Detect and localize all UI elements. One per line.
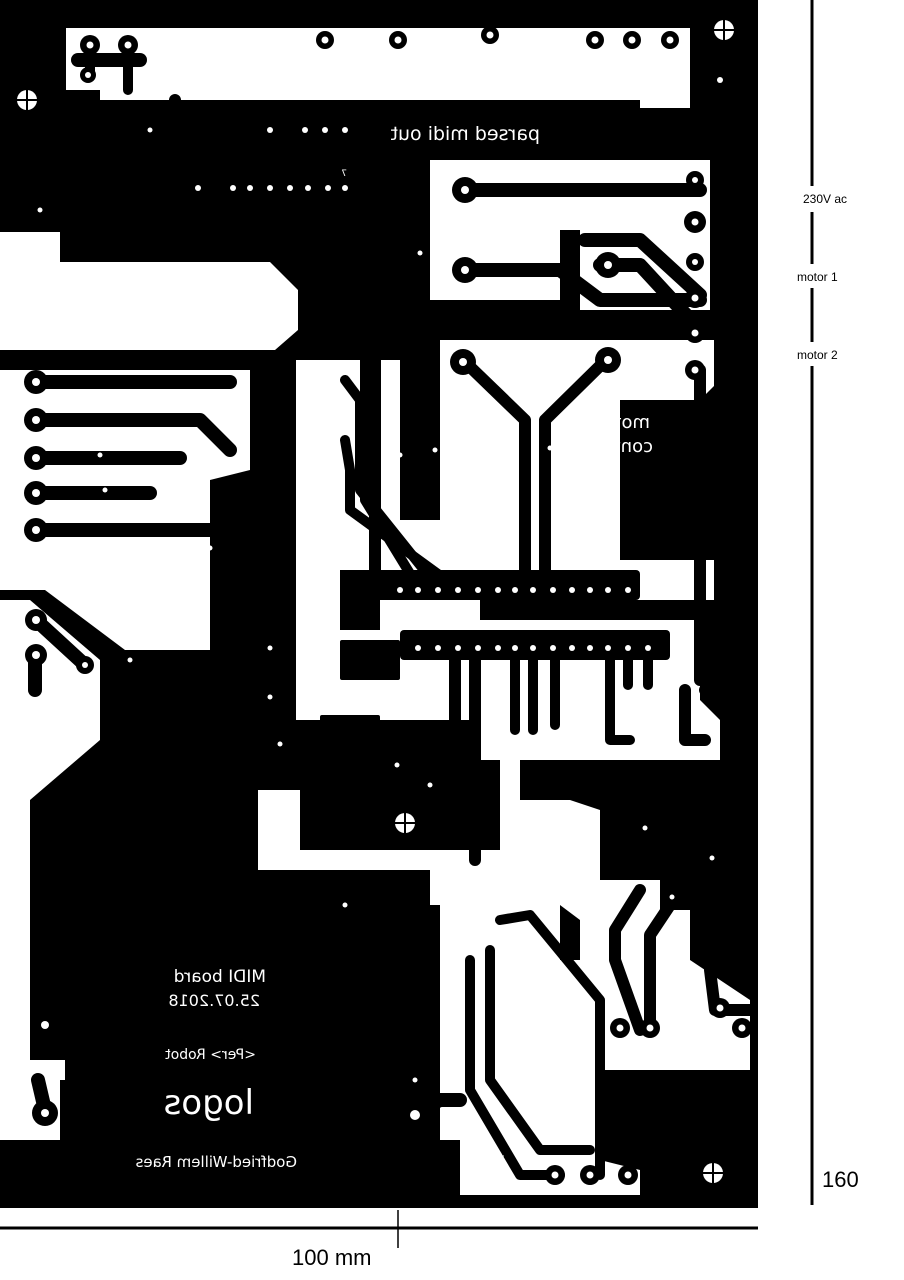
vias [5, 127, 715, 1083]
logo-logos: logos [164, 1083, 254, 1123]
height-dimension-label: 160 [822, 1167, 859, 1192]
label-230v-ac: 230V ac [803, 192, 847, 206]
label-per-robot: <Per> Robot [165, 1047, 256, 1063]
label-input: input [669, 1045, 713, 1065]
label-motor: motor [595, 412, 650, 433]
label-midi-board: MIDI board [174, 967, 266, 987]
label-gap-motor1 [794, 264, 854, 288]
label-motor-1: motor 1 [797, 270, 838, 284]
ic-footprints [187, 112, 710, 868]
label-author: Godfried-Willem Raes [135, 1153, 297, 1171]
label-control: control [591, 436, 653, 457]
label-gap-motor2 [794, 342, 854, 366]
label-motor-2: motor 2 [797, 348, 838, 362]
board-labels: parsed midi out motor control MIDI board… [135, 123, 713, 1171]
label-pin7: 7 [341, 169, 347, 179]
side-annotations: 230V ac motor 1 motor 2 160 [794, 0, 862, 1205]
label-date: 25.07.2018 [168, 991, 260, 1010]
label-gap-ac [796, 186, 862, 212]
width-dimension: 100 mm [0, 1210, 758, 1270]
mounting-hole-icons [17, 20, 734, 1183]
width-dimension-label: 100 mm [292, 1245, 371, 1270]
pads [24, 26, 752, 1185]
label-plus12v: +12V [477, 1151, 505, 1162]
label-parsed-midi-out: parsed midi out [391, 123, 541, 145]
